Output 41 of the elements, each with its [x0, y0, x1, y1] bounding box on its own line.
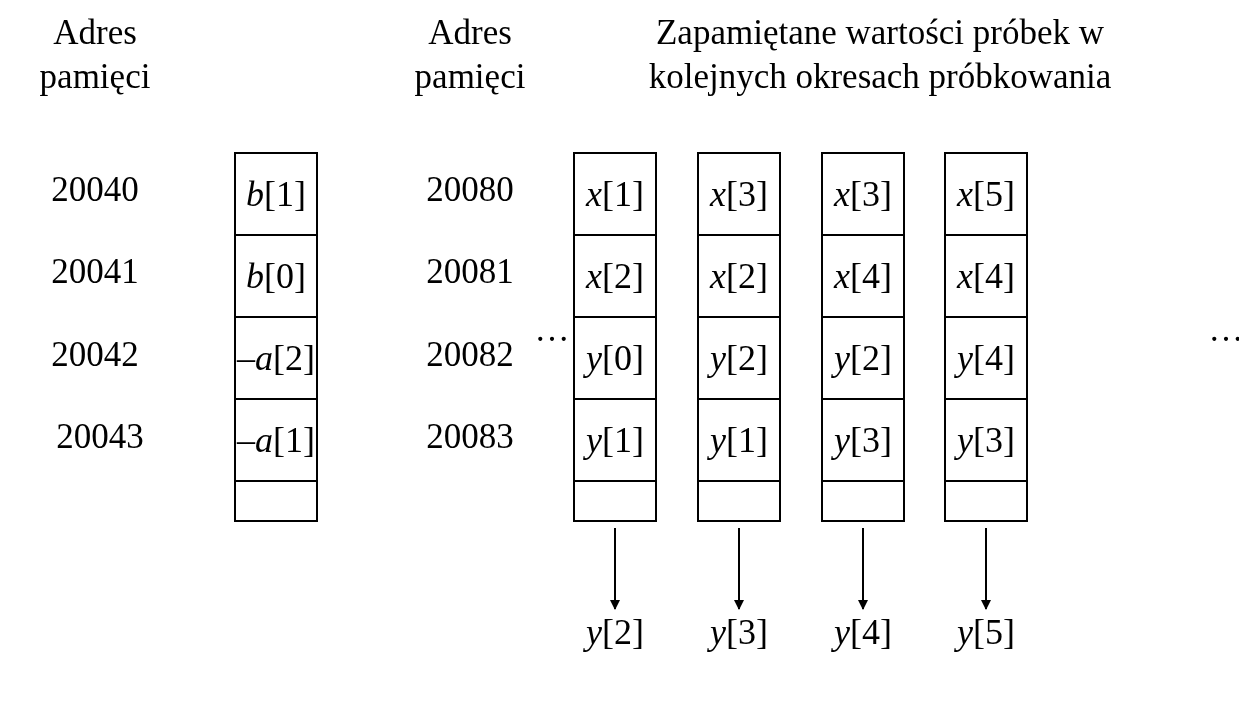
memory-cell: y[4]	[946, 318, 1026, 400]
column-heading: Adres pamięci	[38, 12, 152, 98]
memory-column	[573, 152, 657, 522]
memory-cell: x[1]	[575, 154, 655, 236]
memory-address: 20043	[56, 416, 144, 459]
memory-cell: b[1]	[236, 154, 316, 236]
memory-address: 20040	[51, 169, 139, 212]
memory-cell: x[3]	[823, 154, 903, 236]
memory-cell: y[1]	[699, 400, 779, 482]
arrow	[610, 527, 620, 610]
memory-cell: x[2]	[575, 236, 655, 318]
memory-cell: x[2]	[699, 236, 779, 318]
memory-cell: –a[2]	[236, 318, 316, 400]
memory-cell: x[3]	[699, 154, 779, 236]
memory-column	[234, 152, 318, 522]
arrow	[981, 527, 991, 610]
memory-address: 20083	[426, 416, 514, 459]
memory-address: 20042	[51, 334, 139, 377]
ellipsis: …	[534, 309, 570, 352]
column-heading: Adres pamięci	[413, 12, 527, 98]
memory-cell: x[4]	[946, 236, 1026, 318]
memory-cell: –a[1]	[236, 400, 316, 482]
memory-address: 20041	[51, 251, 139, 294]
memory-address: 20082	[426, 334, 514, 377]
arrow	[734, 527, 744, 610]
memory-cell: y[1]	[575, 400, 655, 482]
memory-address: 20081	[426, 251, 514, 294]
memory-column	[944, 152, 1028, 522]
memory-address: 20080	[426, 169, 514, 212]
memory-column	[821, 152, 905, 522]
memory-cell: y[0]	[575, 318, 655, 400]
memory-cell: x[4]	[823, 236, 903, 318]
column-heading: Zapamiętane wartości próbek w kolejnych okresach próbkowania	[647, 12, 1113, 98]
memory-cell: b[0]	[236, 236, 316, 318]
memory-cell: y[3]	[946, 400, 1026, 482]
arrow	[858, 527, 868, 610]
memory-column	[697, 152, 781, 522]
memory-cell: y[2]	[823, 318, 903, 400]
memory-cell: y[3]	[823, 400, 903, 482]
memory-cell: y[2]	[699, 318, 779, 400]
memory-cell: x[5]	[946, 154, 1026, 236]
